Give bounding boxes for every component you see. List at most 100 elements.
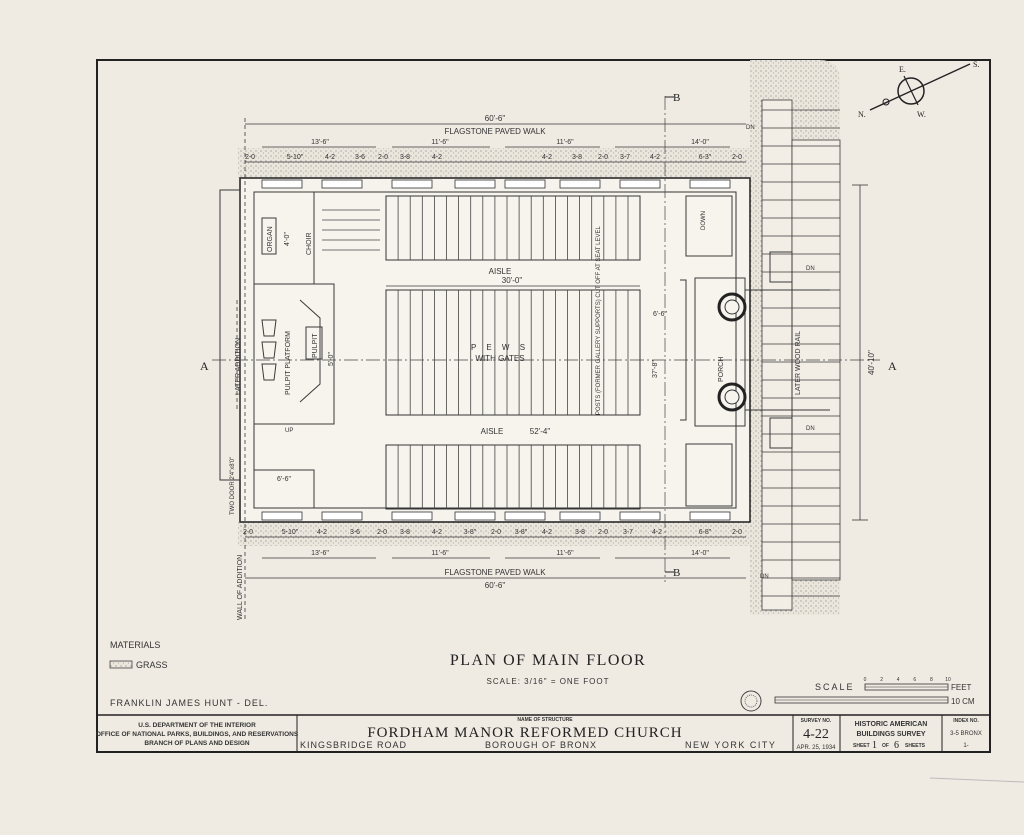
sheet-total: 6 — [894, 740, 899, 751]
top-dim: 3-7 — [620, 154, 630, 161]
location-road: KINGSBRIDGE ROAD — [300, 740, 407, 750]
bottom-dim: 2-0 — [491, 529, 501, 536]
of-word: OF — [882, 743, 889, 749]
top-dim: 2-0 — [732, 154, 742, 161]
bottom-dim: 2-0 — [243, 529, 253, 536]
agency-line-3: BRANCH OF PLANS AND DESIGN — [144, 740, 250, 747]
window — [504, 179, 546, 189]
agency-line-1: U.S. DEPARTMENT OF THE INTERIOR — [138, 722, 256, 729]
top-dim: 2-0 — [245, 154, 255, 161]
porch-column-south — [717, 382, 747, 412]
bottom-dim: 4-2 — [317, 529, 327, 536]
dim-6-6-b: 6'-6" — [277, 476, 291, 483]
bay-dim-south: 13'-6" — [311, 550, 329, 557]
habs-line-1: HISTORIC AMERICAN — [855, 721, 928, 728]
bottom-dim: 4-2 — [542, 529, 552, 536]
survey-date: APR. 25, 1934 — [796, 745, 836, 751]
name-caption: NAME OF STRUCTURE — [517, 717, 573, 723]
bay-dim-north: 11'-6" — [431, 139, 449, 146]
pulpit-platform-label: PULPIT PLATFORM — [285, 331, 292, 395]
choir-pews — [322, 209, 380, 251]
grass-swatch — [109, 660, 133, 669]
organ-label: ORGAN — [267, 226, 274, 252]
bottom-dim: 3-6 — [350, 529, 360, 536]
overall-length-south: 60'-6" — [485, 581, 506, 590]
pews-label: P E W S — [471, 343, 529, 352]
aisle-length-bottom: 52'-4" — [530, 427, 551, 436]
bay-dim-south: 11'-6" — [556, 550, 574, 557]
window — [559, 179, 601, 189]
top-dim: 5-10" — [287, 154, 304, 161]
window — [689, 179, 731, 189]
dn-east-1: DN — [806, 266, 815, 272]
compass-w: W. — [917, 110, 926, 119]
window — [391, 511, 433, 521]
pews-sublabel: WITH GATES — [475, 354, 524, 363]
window — [689, 511, 731, 521]
two-door-label: TWO DOOR 2'4"x8'0" — [230, 457, 236, 515]
section-b-top: B — [673, 92, 680, 104]
top-dim: 3-8 — [572, 154, 582, 161]
overall-length-north: 60'-6" — [485, 114, 506, 123]
sheet-word: SHEET — [853, 743, 870, 749]
section-a-right: A — [888, 359, 897, 373]
pew-block-north — [385, 195, 641, 261]
sheet-number: 1 — [872, 740, 877, 751]
survey-number: 4-22 — [803, 727, 829, 742]
bottom-dim: 2-0 — [598, 529, 608, 536]
north-arrow-compass: N. S. E. W. — [858, 60, 979, 119]
aisle-label-south: AISLE — [481, 427, 504, 436]
bay-dim-south: 11'-6" — [431, 550, 449, 557]
bottom-dim: 4-2 — [652, 529, 662, 536]
scale-tick: 8 — [930, 677, 933, 683]
south-walk — [238, 522, 758, 546]
window — [261, 511, 303, 521]
sheet-border — [96, 59, 991, 753]
habs-seal — [740, 690, 762, 712]
dn-south: DN — [760, 574, 769, 580]
bottom-dim: 3-8 — [575, 529, 585, 536]
location-borough: BOROUGH OF BRONX — [485, 740, 597, 750]
top-dim: 4-2 — [325, 154, 335, 161]
dn-east-2: DN — [806, 426, 815, 432]
compass-n: N. — [858, 110, 866, 119]
top-dim: 3-8 — [400, 154, 410, 161]
section-a-left: A — [200, 359, 209, 373]
porch-label: PORCH — [718, 357, 725, 382]
bay-dim-north: 13'-6" — [311, 139, 329, 146]
top-dim: 4-2 — [542, 154, 552, 161]
down-label: DOWN — [701, 211, 707, 230]
sheets-word: SHEETS — [905, 743, 926, 749]
walk-label-south: FLAGSTONE PAVED WALK — [444, 568, 546, 577]
title-block — [97, 714, 990, 752]
north-walk — [238, 148, 758, 178]
width-dimension: 40'-10" — [867, 350, 876, 375]
aisle-length-top: 30'-0" — [502, 276, 523, 285]
dim-4-0: 4'-0" — [284, 232, 291, 246]
compass-s: S. — [973, 60, 979, 69]
delineator: FRANKLIN JAMES HUNT - DEL. — [110, 698, 268, 708]
dn-north: DN — [746, 125, 755, 131]
bottom-dim: 3-8" — [464, 529, 477, 536]
top-dim: 4-2 — [650, 154, 660, 161]
bottom-dim: 3-7 — [623, 529, 633, 536]
chancel — [219, 189, 335, 509]
scale-tick: 0 — [864, 677, 867, 683]
structure-name: FORDHAM MANOR REFORMED CHURCH — [367, 725, 682, 741]
bottom-dim: 3-8 — [400, 529, 410, 536]
bottom-dim: 4-2 — [432, 529, 442, 536]
window — [504, 511, 546, 521]
scale-cm: 10 CM — [951, 697, 975, 706]
aisle-label-north: AISLE — [489, 267, 512, 276]
walk-label-north: FLAGSTONE PAVED WALK — [444, 127, 546, 136]
top-dim: 2-0 — [598, 154, 608, 161]
porch-area — [680, 195, 830, 507]
top-dim: 2-0 — [378, 154, 388, 161]
grass-label: GRASS — [136, 660, 168, 670]
window — [454, 511, 496, 521]
pulpit-label: PULPIT — [312, 333, 319, 358]
materials-heading: MATERIALS — [110, 640, 160, 650]
drawing-title: PLAN OF MAIN FLOOR — [450, 652, 646, 669]
window — [261, 179, 303, 189]
